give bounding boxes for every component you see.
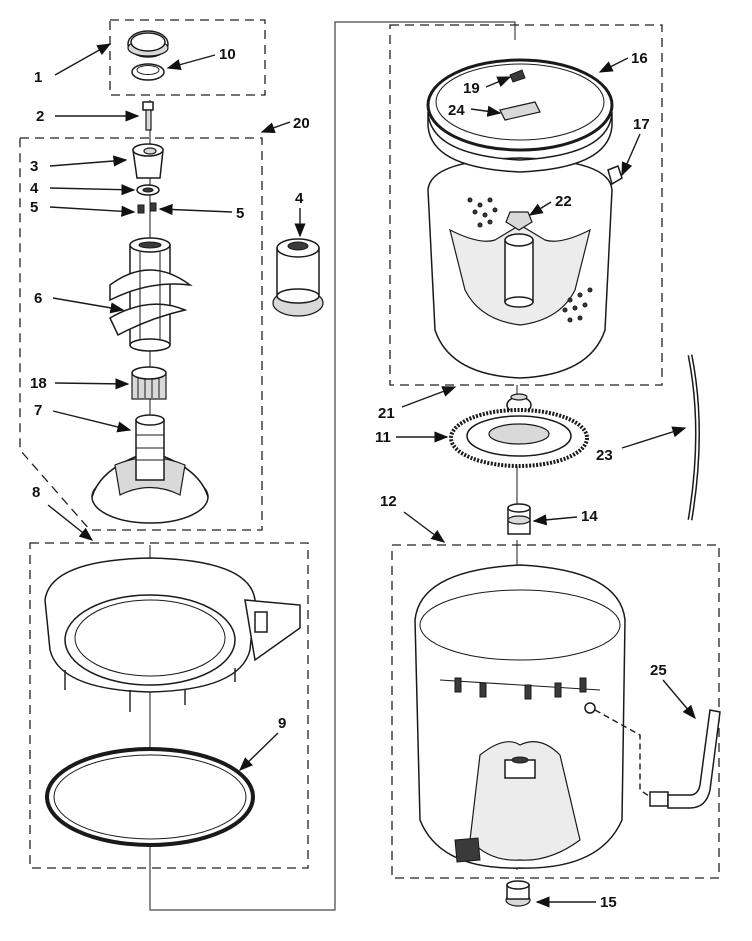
callout-17: 17 [633,116,650,133]
callout-4-bellows: 4 [295,190,304,207]
auger [109,237,193,352]
group-box-cap [109,19,266,96]
agitator-cam [132,143,164,179]
balance-ring [426,58,614,173]
group-box-basket [389,24,663,386]
outer-tub [414,564,626,869]
pressure-hose [594,709,721,809]
bolt [142,101,154,131]
basket-hub-nut [505,211,533,231]
callout-22: 22 [555,193,572,210]
brake-drum [449,408,589,468]
callout-14: 14 [581,508,598,525]
callout-23: 23 [596,447,613,464]
agitator-cap [127,30,169,58]
callout-10: 10 [219,46,236,63]
callout-19: 19 [463,80,480,97]
callout-9: 9 [278,715,286,732]
agitator-dogs [137,202,157,214]
drive-nut [505,880,531,907]
callout-labels: 1 10 2 20 3 4 5 5 6 18 7 4 8 9 16 17 19 … [30,46,667,911]
basket-clip [607,165,623,186]
group-box-tub-ring [29,542,309,869]
callout-16: 16 [631,50,648,67]
drain-hose-inner [689,354,699,521]
leader-lines [47,43,696,908]
callout-11: 11 [375,429,391,446]
callout-5-left: 5 [30,199,38,216]
agitator-base [91,414,209,524]
callout-15: 15 [600,894,617,911]
tub-ring [44,557,301,712]
spin-basket [427,157,613,379]
callout-20: 20 [293,115,310,132]
cap-seal [131,63,165,81]
spin-tube-seal [507,503,531,535]
callout-3: 3 [30,158,38,175]
callout-5-right: 5 [236,205,244,222]
tub-ring-seal [45,747,255,847]
callout-12: 12 [380,493,397,510]
washer-hole [142,187,154,193]
callout-8: 8 [32,484,40,501]
bellows [272,238,324,317]
group-box-agitator [19,137,263,531]
callout-24: 24 [448,102,465,119]
callout-6: 6 [34,290,42,307]
callout-21: 21 [378,405,395,422]
callout-1: 1 [34,69,42,86]
connection-line [149,21,516,911]
callout-2: 2 [36,108,44,125]
callout-7: 7 [34,402,42,419]
callout-4: 4 [30,180,39,197]
callout-25: 25 [650,662,667,679]
callout-18: 18 [30,375,47,392]
clutch-gear [131,366,167,400]
